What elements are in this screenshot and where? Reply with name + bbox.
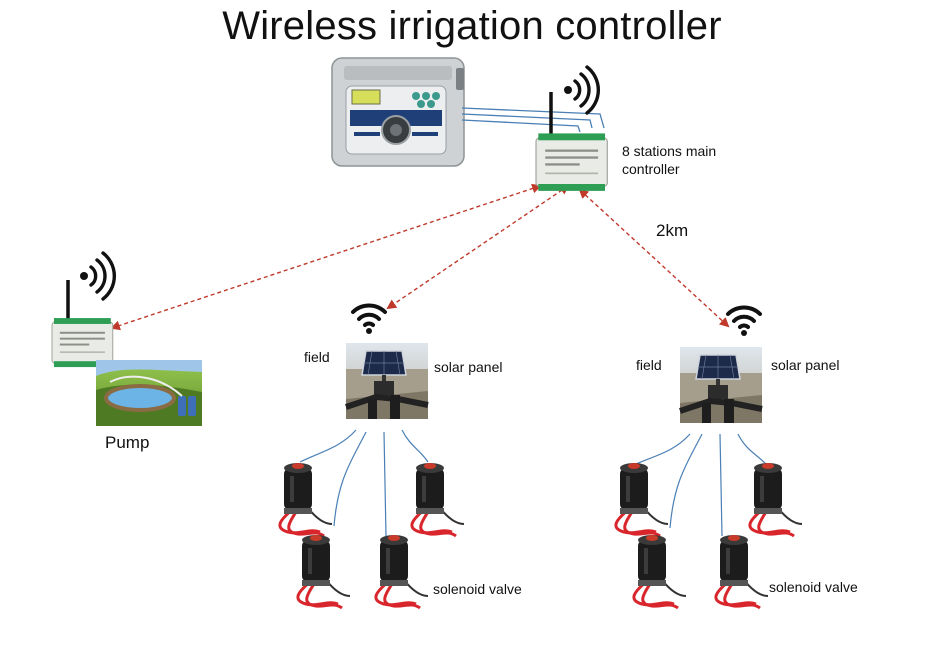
solenoid-valve-icon <box>278 461 334 538</box>
solenoid-valve-right-label: solenoid valve <box>769 579 858 595</box>
wifi-icon <box>78 251 117 301</box>
field-left-label: field <box>304 349 330 365</box>
solenoid-valve-icon <box>614 461 670 538</box>
solar-panel-icon <box>346 343 428 419</box>
wire <box>461 113 593 129</box>
solenoid-valve-icon <box>748 461 804 538</box>
solar-panel-right-label: solar panel <box>771 357 840 373</box>
solenoid-valve-icon <box>296 533 352 610</box>
solenoid-valve-icon <box>374 533 430 610</box>
solar-panel-icon <box>680 347 762 423</box>
solenoid-valve-icon <box>410 461 466 538</box>
main-controller-label-line2: controller <box>622 161 680 177</box>
field-right-label: field <box>636 357 662 373</box>
diagram-title: Wireless irrigation controller <box>222 4 722 48</box>
solenoid-valve-icon <box>714 533 770 610</box>
wire <box>461 119 581 133</box>
solenoid-valve-icon <box>632 533 688 610</box>
solar-panel-left-label: solar panel <box>434 359 503 375</box>
relay-module-icon <box>535 92 608 192</box>
distance-label: 2km <box>656 221 689 240</box>
wifi-icon <box>562 65 601 115</box>
link-main-field-right <box>578 188 730 328</box>
wifi-icon <box>351 303 387 336</box>
solenoid-valve-left-label: solenoid valve <box>433 581 522 597</box>
link-main-field-left <box>386 184 570 310</box>
link-main-pump <box>110 183 542 331</box>
pump-pond-icon <box>96 360 202 426</box>
irrigation-controller-icon <box>331 57 465 167</box>
wire <box>299 429 429 537</box>
main-controller-label-line1: 8 stations main <box>622 143 717 159</box>
relay-module-icon <box>51 280 114 368</box>
pump-label: Pump <box>105 433 150 452</box>
wifi-icon <box>726 305 762 338</box>
wire <box>635 433 767 537</box>
wire <box>461 107 605 129</box>
